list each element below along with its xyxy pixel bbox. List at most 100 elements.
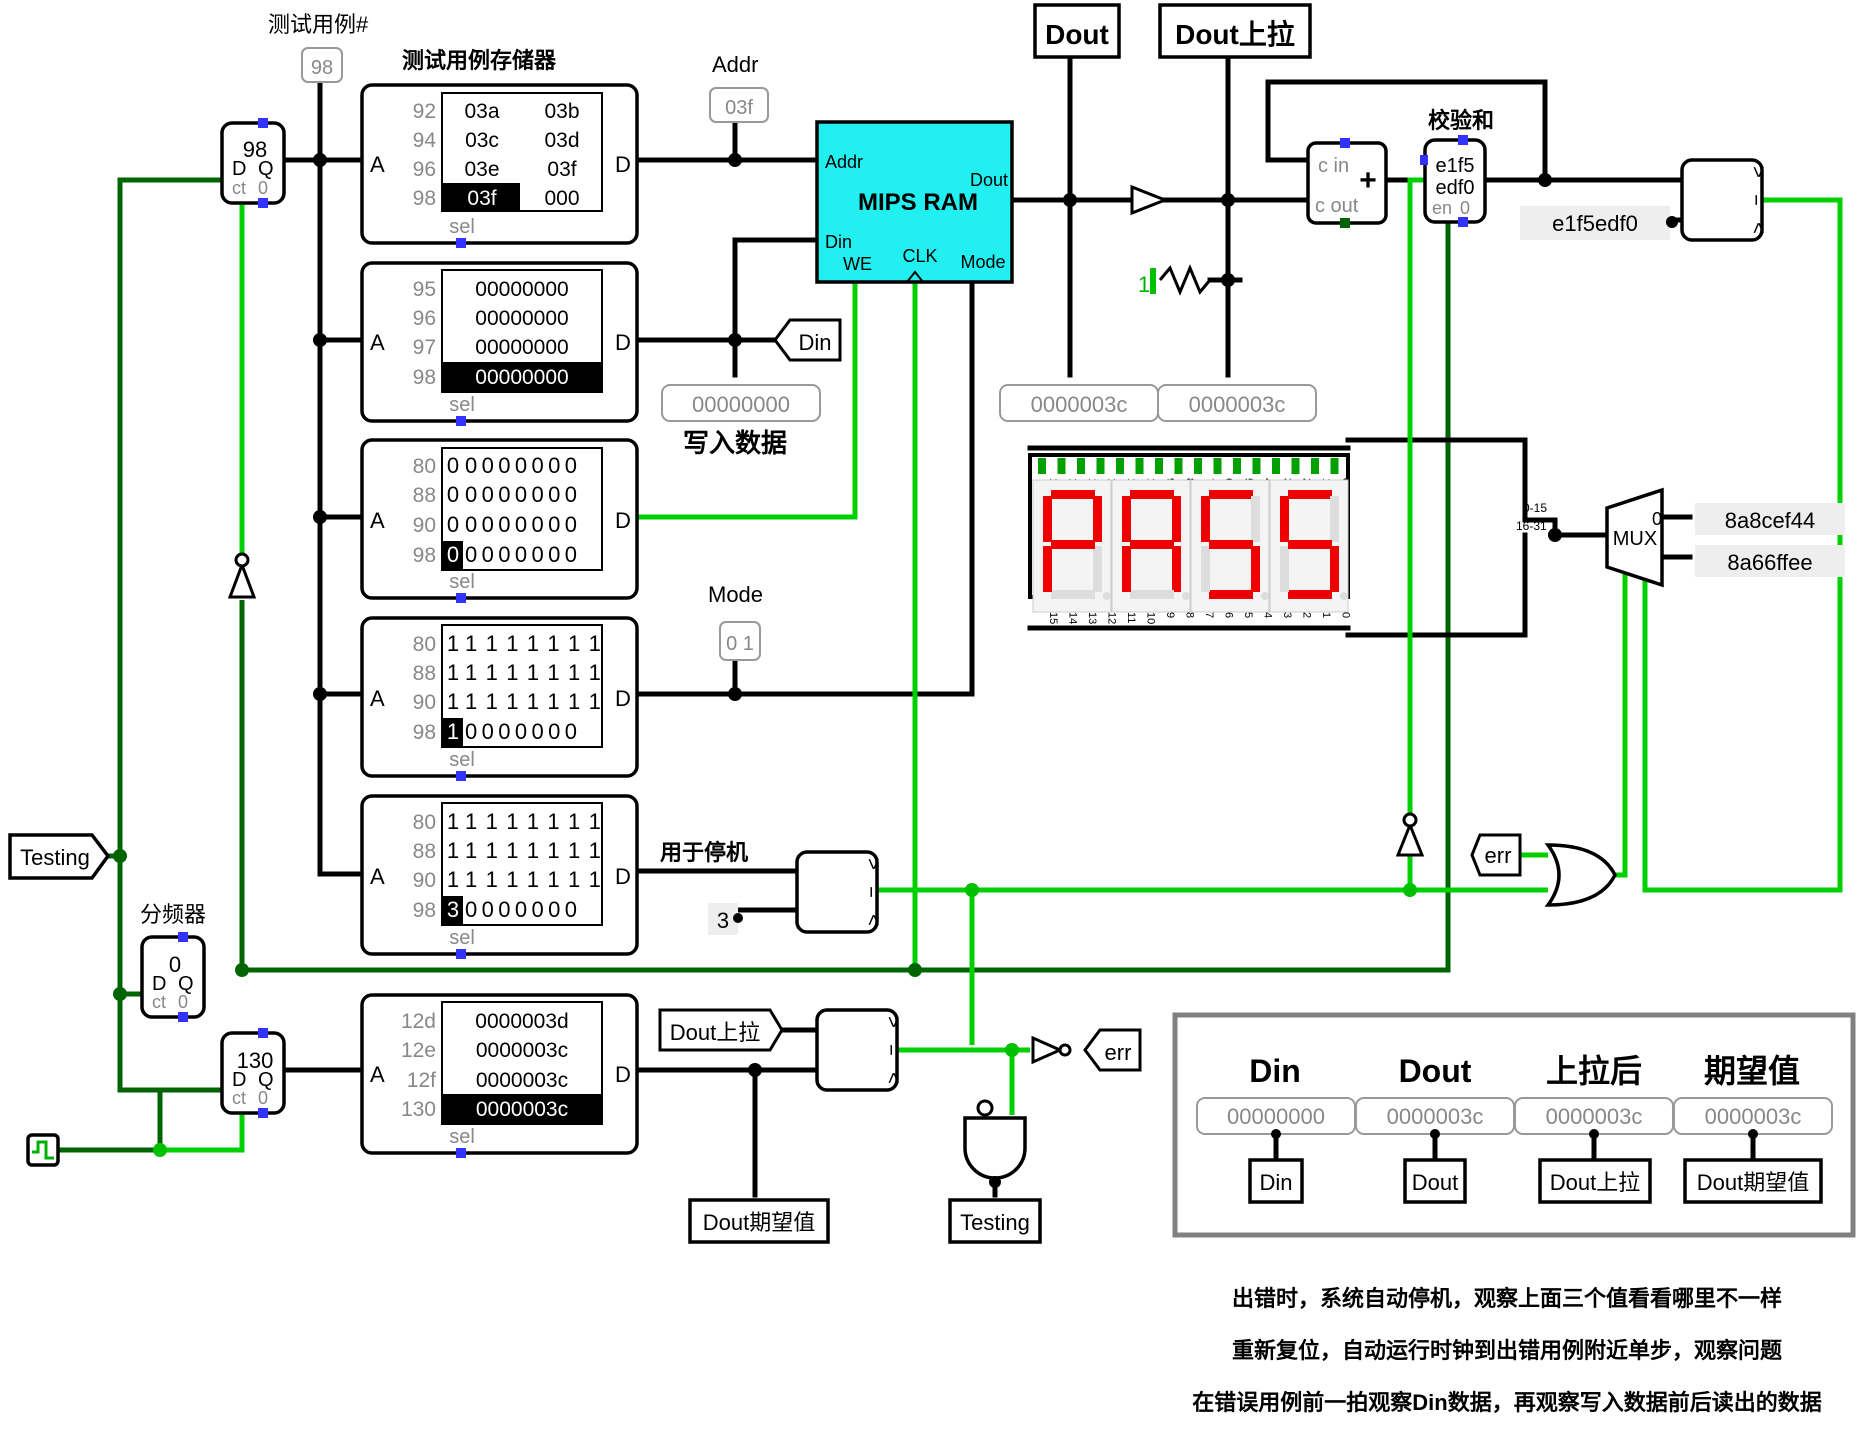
svg-text:1: 1 [447, 631, 459, 656]
seg-pin [1311, 458, 1319, 474]
svg-text:1: 1 [447, 809, 459, 834]
rom-address[interactable]: 92 03a 03b 94 03c 03d 96 03e 03f 98 03f … [360, 83, 639, 248]
svg-text:0000003c: 0000003c [476, 1039, 568, 1062]
svg-text:88: 88 [413, 662, 436, 685]
svg-text:03d: 03d [544, 129, 579, 152]
seg-segment-a [1051, 490, 1095, 499]
seg-pin [1038, 458, 1046, 474]
rom-we-rows: 80 0 0000000 88 0 0000000 90 0 0000000 9… [413, 453, 581, 567]
testcase-counter-value: 98 [243, 137, 267, 162]
memory-title: 测试用例存储器 [402, 48, 557, 73]
mips-ram[interactable]: MIPS RAM Addr Dout Din WE CLK Mode [815, 120, 1014, 284]
rom-we[interactable]: 80 0 0000000 88 0 0000000 90 0 0000000 9… [360, 438, 639, 603]
addr-label: Addr [712, 52, 758, 77]
err-input-pin[interactable]: err [1083, 1028, 1142, 1072]
svg-text:A: A [370, 864, 385, 889]
seg-decimal-point [1103, 592, 1111, 600]
seg-segment-d [1209, 590, 1253, 599]
dout-pullup-probe-value: 0000003c [1189, 392, 1286, 417]
svg-text:CLK: CLK [902, 246, 937, 266]
svg-text:D: D [615, 508, 631, 533]
divider-counter-d: D [152, 973, 166, 995]
buffer-gate [1130, 184, 1170, 216]
seg-segment-b [1330, 496, 1339, 542]
dout-pullup-probe: 0000003c [1157, 384, 1317, 422]
seg-segment-c [1093, 546, 1102, 592]
svg-text:80: 80 [413, 811, 436, 834]
rom-expected[interactable]: 12d 0000003d 12e 0000003c 12f 0000003c 1… [360, 993, 639, 1158]
dout-pullup-input-pin[interactable]: Dout上拉 [658, 1008, 784, 1052]
svg-text:00000000: 00000000 [475, 366, 568, 389]
rom-data[interactable]: 95 00000000 96 00000000 97 00000000 98 0… [360, 261, 639, 426]
rom-mode[interactable]: 80 1 1111111 88 1 1111111 90 1 1111111 9… [360, 616, 639, 781]
svg-text:c in: c in [1318, 155, 1349, 177]
note-2: 重新复位，自动运行时钟到出错用例附近单步，观察问题 [1232, 1338, 1783, 1363]
rom-mode-rows: 80 1 1111111 88 1 1111111 90 1 1111111 9… [413, 631, 601, 744]
step-counter-q: Q [258, 1069, 274, 1091]
svg-text:=: = [862, 886, 884, 898]
svg-text:0000003c: 0000003c [476, 1069, 568, 1092]
seg-segment-c [1251, 546, 1260, 592]
seg-pin-label: 3 [1281, 612, 1293, 618]
svg-text:00000000: 00000000 [475, 307, 568, 330]
dout-probe-value: 0000003c [1031, 392, 1128, 417]
step-counter[interactable]: 130 D Q ct 0 [220, 1028, 286, 1118]
seg-segment-e [1043, 546, 1052, 592]
seg-segment-b [1093, 496, 1102, 542]
svg-text:90: 90 [413, 869, 436, 892]
comparator-checksum: > = < [1680, 158, 1769, 242]
panel-value-dout: 0000003c [1387, 1104, 1484, 1129]
svg-text:e1f5: e1f5 [1436, 155, 1475, 177]
mode-probe: 0 1 [719, 621, 761, 661]
svg-text:D: D [615, 864, 631, 889]
dout-expected-pin[interactable]: Dout期望值 [688, 1198, 830, 1244]
svg-text:0000000: 0000000 [465, 453, 581, 478]
divider-counter-value: 0 [169, 952, 181, 977]
svg-text:D: D [615, 330, 631, 355]
addr-probe: 03f [709, 87, 769, 123]
seg-segment-c [1330, 546, 1339, 592]
clock-source[interactable] [26, 1133, 60, 1167]
svg-text:>: > [1747, 166, 1769, 178]
svg-text:+: + [1359, 164, 1377, 197]
err-output-pin[interactable]: err [1470, 833, 1522, 877]
svg-text:edf0: edf0 [1436, 177, 1475, 199]
rom-halt[interactable]: 80 1 1111111 88 1 1111111 90 1 1111111 9… [360, 794, 639, 959]
dout-pullup-output-pin[interactable]: Dout上拉 [1158, 3, 1312, 59]
svg-text:12f: 12f [407, 1069, 436, 1092]
svg-text:98: 98 [413, 899, 436, 922]
seg-segment-g [1130, 540, 1174, 549]
svg-text:D: D [615, 686, 631, 711]
svg-text:Addr: Addr [825, 152, 863, 172]
svg-text:Testing: Testing [20, 845, 90, 870]
seg-digits [1032, 479, 1349, 613]
mux: MUX 0 0-15 16-31 [1516, 487, 1664, 588]
seg-pin [1057, 458, 1066, 474]
svg-text:0000000: 0000000 [465, 482, 581, 507]
junction-dots [313, 153, 1562, 1077]
seg-pin [1330, 458, 1339, 474]
testing-output-pin[interactable]: Testing [948, 1198, 1042, 1244]
testcase-counter[interactable]: 98 D Q ct 0 [220, 118, 286, 208]
dout-pullup-pin-label: Dout上拉 [1175, 18, 1295, 50]
seg-decimal-point [1261, 592, 1269, 600]
not-gate-right [1395, 812, 1425, 857]
testing-input-pin[interactable]: Testing [8, 833, 111, 880]
svg-text:03e: 03e [464, 158, 499, 181]
din-pin[interactable]: Din [773, 318, 842, 362]
svg-text:Din: Din [798, 330, 831, 355]
svg-text:12e: 12e [401, 1039, 436, 1062]
seg-segment-e [1122, 546, 1131, 592]
probe-panel: Din Dout 上拉后 期望值 00000000 0000003c 00000… [1172, 1012, 1856, 1238]
testcase-probe: 98 [301, 47, 343, 83]
svg-text:A: A [370, 508, 385, 533]
svg-text:98: 98 [413, 366, 436, 389]
svg-text:en: en [1432, 198, 1452, 218]
seg-pin-label: 12 [1106, 612, 1118, 624]
seg-pin [1174, 458, 1183, 474]
svg-text:98: 98 [413, 187, 436, 210]
dout-output-pin[interactable]: Dout [1033, 3, 1121, 59]
seg-segment-b [1251, 496, 1260, 542]
divider-counter[interactable]: 0 D Q ct 0 [140, 932, 206, 1022]
seg-pin [1194, 458, 1202, 474]
